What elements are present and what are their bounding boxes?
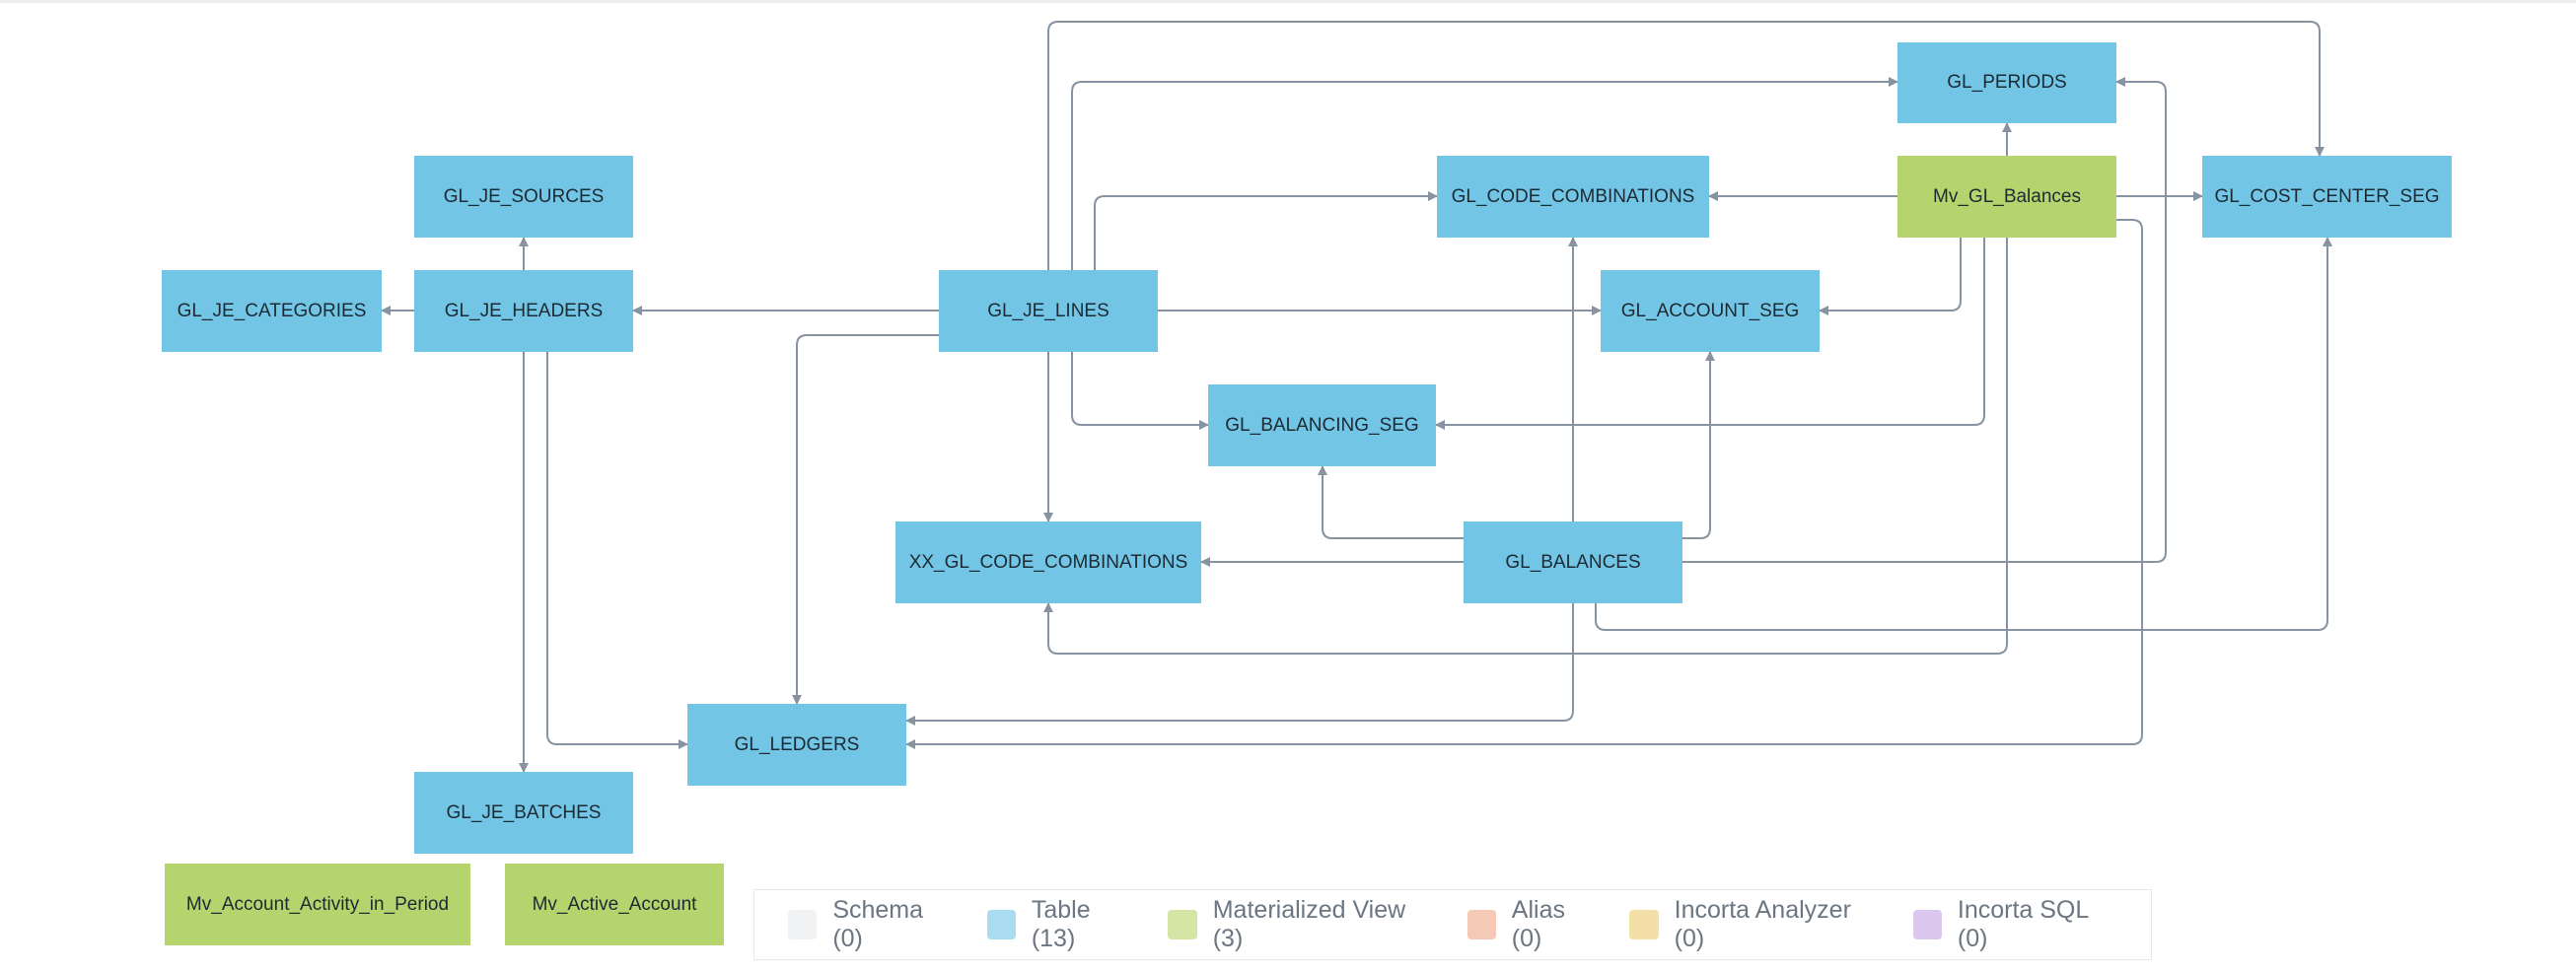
incorta-sql-swatch-icon [1912,910,1942,939]
materialized-view-swatch-icon [1168,910,1197,939]
legend-item-incorta-analyzer[interactable]: Incorta Analyzer (0) [1629,896,1883,953]
legend-item-materialized-view[interactable]: Materialized View (3) [1168,896,1437,953]
legend-label-table: Table (13) [1031,896,1091,952]
node-gl-je-batches[interactable]: GL_JE_BATCHES [414,772,633,854]
node-gl-je-sources[interactable]: GL_JE_SOURCES [414,156,633,238]
legend-label-schema: Schema (0) [832,896,924,952]
legend-item-incorta-sql[interactable]: Incorta SQL (0) [1912,896,2121,953]
node-gl-periods[interactable]: GL_PERIODS [1897,42,2116,123]
node-gl-je-headers[interactable]: GL_JE_HEADERS [414,270,633,352]
legend-label-incorta-analyzer: Incorta Analyzer (0) [1674,896,1851,952]
edge-gl-je-lines-to-gl-balancing-seg[interactable] [1071,352,1209,430]
legend: Schema (0) Table (13) Materialized View … [753,889,2152,960]
node-mv-account-activity-in-period[interactable]: Mv_Account_Activity_in_Period [165,864,470,945]
incorta-analyzer-swatch-icon [1629,910,1659,939]
node-xx-gl-code-combinations[interactable]: XX_GL_CODE_COMBINATIONS [895,521,1201,603]
alias-swatch-icon [1467,910,1496,939]
edge-mv-gl-balances-to-gl-ledgers[interactable] [905,219,2143,749]
top-divider [0,0,2576,3]
legend-label-materialized-view: Materialized View (3) [1212,896,1406,952]
node-gl-je-categories[interactable]: GL_JE_CATEGORIES [162,270,382,352]
legend-label-alias: Alias (0) [1511,896,1565,952]
edge-gl-balances-to-gl-ledgers[interactable] [905,603,1574,726]
edge-mv-gl-balances-to-xx-gl-code-combinations[interactable] [1043,238,2008,655]
node-mv-gl-balances[interactable]: Mv_GL_Balances [1897,156,2116,238]
edge-gl-je-headers-to-gl-ledgers[interactable] [546,352,688,749]
edge-gl-je-lines-to-gl-ledgers[interactable] [792,334,939,705]
edge-gl-balances-to-gl-cost-center-seg[interactable] [1595,237,2332,631]
edge-gl-balances-to-gl-periods[interactable] [1682,77,2167,563]
node-gl-balancing-seg[interactable]: GL_BALANCING_SEG [1208,384,1436,466]
node-gl-balances[interactable]: GL_BALANCES [1464,521,1682,603]
edge-mv-gl-balances-to-gl-balancing-seg[interactable] [1435,238,1985,430]
legend-item-alias[interactable]: Alias (0) [1467,896,1601,953]
edge-mv-gl-balances-to-gl-account-seg[interactable] [1819,238,1962,315]
edge-gl-balances-to-gl-balancing-seg[interactable] [1318,465,1464,539]
legend-item-table[interactable]: Table (13) [986,896,1139,953]
node-gl-cost-center-seg[interactable]: GL_COST_CENTER_SEG [2202,156,2452,238]
node-gl-je-lines[interactable]: GL_JE_LINES [939,270,1158,352]
schema-swatch-icon [788,910,818,939]
node-mv-active-account[interactable]: Mv_Active_Account [505,864,724,945]
edge-gl-je-lines-to-gl-code-combinations[interactable] [1094,191,1438,270]
table-swatch-icon [986,910,1016,939]
legend-item-schema[interactable]: Schema (0) [788,896,958,953]
legend-label-incorta-sql: Incorta SQL (0) [1957,896,2089,952]
edge-gl-je-lines-to-gl-periods[interactable] [1071,77,1898,270]
edge-gl-balances-to-gl-account-seg[interactable] [1682,351,1715,539]
node-gl-ledgers[interactable]: GL_LEDGERS [687,704,906,786]
edge-gl-je-lines-to-gl-cost-center-seg[interactable] [1047,21,2325,270]
node-gl-account-seg[interactable]: GL_ACCOUNT_SEG [1601,270,1820,352]
node-gl-code-combinations[interactable]: GL_CODE_COMBINATIONS [1437,156,1709,238]
